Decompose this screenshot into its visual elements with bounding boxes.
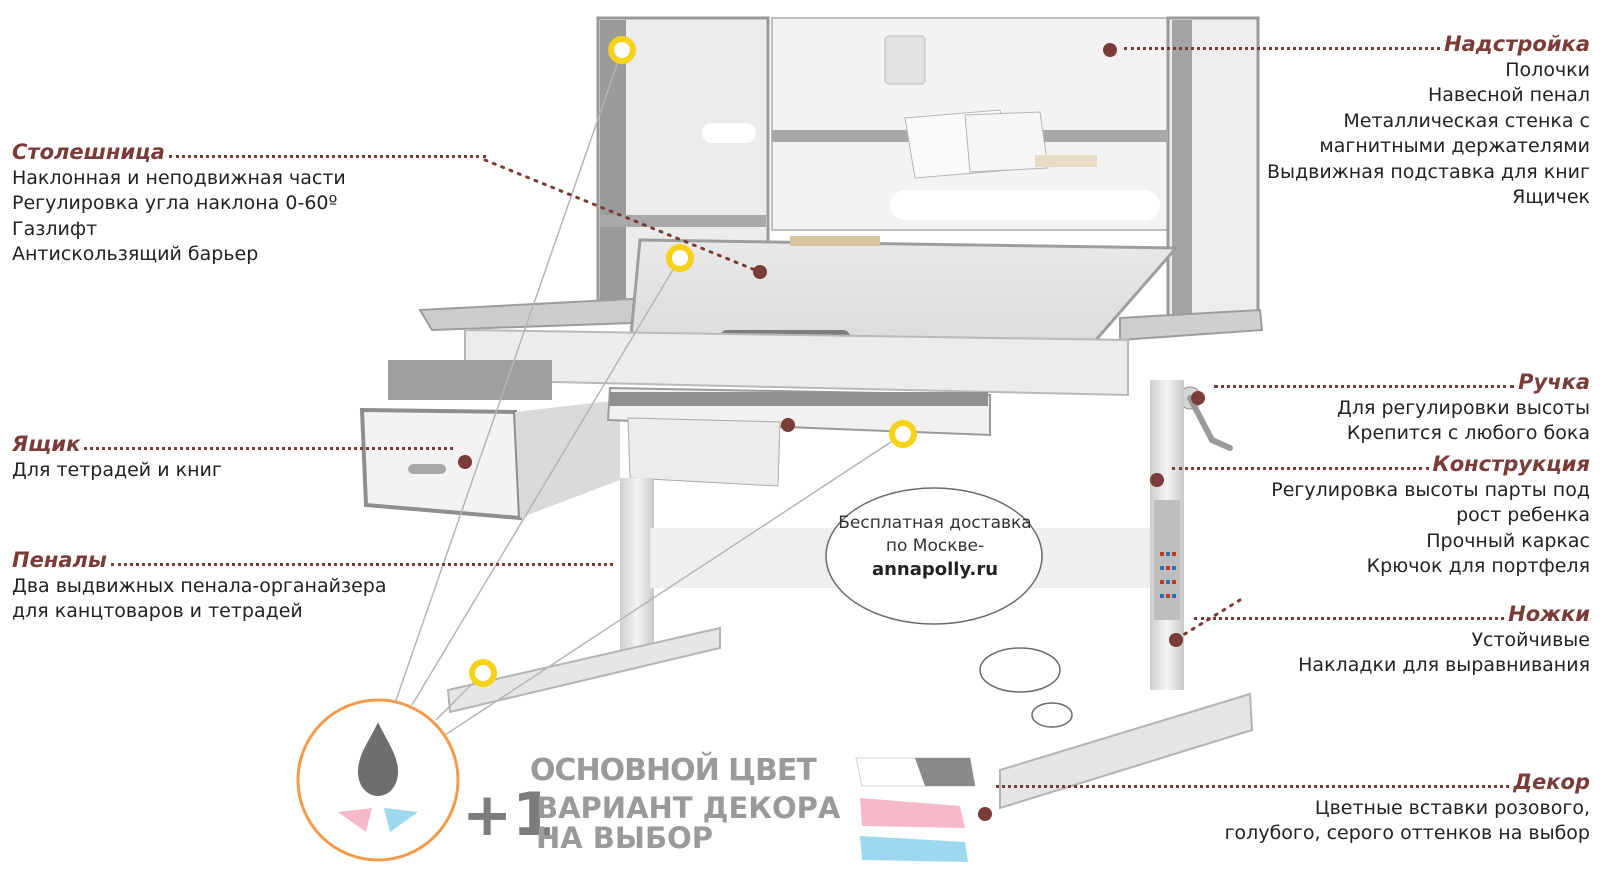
delivery-line-1: Бесплатная доставка <box>838 513 1032 533</box>
callout-yashchik: Ящик Для тетрадей и книг <box>12 432 457 483</box>
color-swatches <box>855 757 976 862</box>
delivery-site: annapolly.ru <box>826 558 1044 582</box>
callout-item: Для регулировки высоты <box>1336 396 1590 419</box>
site-link[interactable]: annapolly.ru <box>871 559 999 580</box>
callout-item: Цветные вставки розового, <box>1314 796 1590 819</box>
delivery-text: Бесплатная доставка по Москве- annapolly… <box>826 512 1044 582</box>
callout-item: Металлическая стенка с <box>1343 109 1590 132</box>
callout-nadstroyka: Надстройка Полочки Навесной пенал Металл… <box>1120 32 1590 211</box>
hutch <box>596 16 1260 320</box>
callout-anchors <box>458 43 1205 821</box>
callout-penaly: Пеналы Два выдвижных пенала-органайзера … <box>12 548 617 625</box>
callout-item: Прочный каркас <box>1426 529 1590 552</box>
callout-item: Антискользящий барьер <box>12 243 259 265</box>
callout-stoleshnitsa: Столешница Наклонная и неподвижная части… <box>12 140 490 268</box>
leader-dots <box>996 785 1510 789</box>
leader-dots <box>84 447 453 451</box>
callout-item: Газлифт <box>12 217 98 240</box>
callout-ruchka: Ручка Для регулировки высоты Крепится с … <box>1210 370 1590 447</box>
callout-item: Выдвижная подставка для книг <box>1266 160 1590 183</box>
leader-dots <box>110 563 613 567</box>
callout-item: Накладки для выравнивания <box>1298 654 1590 676</box>
callout-konstruktsiya: Конструкция Регулировка высоты парты под… <box>1168 452 1590 580</box>
color-badge <box>296 698 460 862</box>
callout-item: для канцтоваров и тетрадей <box>12 600 303 622</box>
delivery-bubble <box>825 487 1073 728</box>
callout-dekor: Декор Цветные вставки розового, голубого… <box>992 770 1590 847</box>
main-color-label: ОСНОВНОЙ ЦВЕТ <box>530 753 817 788</box>
height-scale <box>1160 552 1176 598</box>
callout-title: Конструкция <box>1432 452 1590 476</box>
callout-item: Устойчивые <box>1471 628 1590 651</box>
callout-title: Ящик <box>12 432 81 456</box>
callout-title: Надстройка <box>1444 32 1590 56</box>
decor-leader-lines <box>394 49 904 736</box>
leader-dots <box>1124 47 1441 51</box>
callout-title: Пеналы <box>12 548 107 572</box>
decor-markers <box>469 36 917 687</box>
callout-title: Ручка <box>1518 370 1590 394</box>
callout-item: Для тетрадей и книг <box>12 458 222 481</box>
desk-legs <box>446 380 1254 810</box>
callout-item: Полочки <box>1505 58 1590 81</box>
callout-item: магнитными держателями <box>1319 135 1590 157</box>
callout-item: рост ребенка <box>1456 504 1590 526</box>
delivery-line-2: по Москве- <box>885 536 985 556</box>
callout-item: голубого, серого оттенков на выбор <box>1224 822 1590 844</box>
callout-title: Столешница <box>12 140 165 164</box>
water-drop-icon <box>358 722 398 796</box>
callout-item: Регулировка угла наклона 0-60º <box>12 192 338 214</box>
color-swatch-icon <box>338 808 372 832</box>
callout-item: Крепится с любого бока <box>1346 422 1590 444</box>
leader-dots <box>168 155 486 159</box>
plus-one-label: +1 <box>462 780 555 850</box>
organizer-tray <box>606 386 991 487</box>
decor-option-line-2: НА ВЫБОР <box>536 821 713 855</box>
decor-option-line-1: ВАРИАНТ ДЕКОРА <box>536 791 841 825</box>
leader-dots <box>1214 385 1515 389</box>
leader-dots <box>1172 467 1429 471</box>
callout-item: Два выдвижных пенала-органайзера <box>12 574 387 597</box>
leader-dots <box>1194 617 1505 621</box>
callout-item: Наклонная и неподвижная части <box>12 166 346 189</box>
callout-item: Регулировка высоты парты под <box>1271 478 1590 501</box>
callout-item: Ящичек <box>1512 186 1590 208</box>
callout-nozhki: Ножки Устойчивые Накладки для выравниван… <box>1190 602 1590 679</box>
callout-item: Крючок для портфеля <box>1366 555 1590 577</box>
callout-title: Ножки <box>1508 602 1590 626</box>
callout-title: Декор <box>1513 770 1590 794</box>
callout-item: Навесной пенал <box>1427 84 1590 106</box>
